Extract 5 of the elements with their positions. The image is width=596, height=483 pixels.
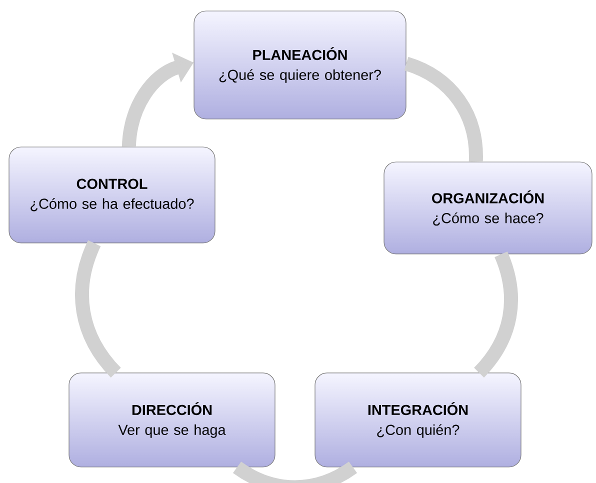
process-box: PLANEACIÓN ¿Qué se quiere obtener? xyxy=(194,10,406,120)
process-box: DIRECCIÓN Ver que se haga xyxy=(68,372,276,468)
process-box: ORGANIZACIÓN ¿Cómo se hace? xyxy=(384,162,592,254)
process-box: INTEGRACIÓN ¿Con quién? xyxy=(314,372,522,468)
process-box: CONTROL ¿Cómo se ha efectuado? xyxy=(8,146,216,244)
